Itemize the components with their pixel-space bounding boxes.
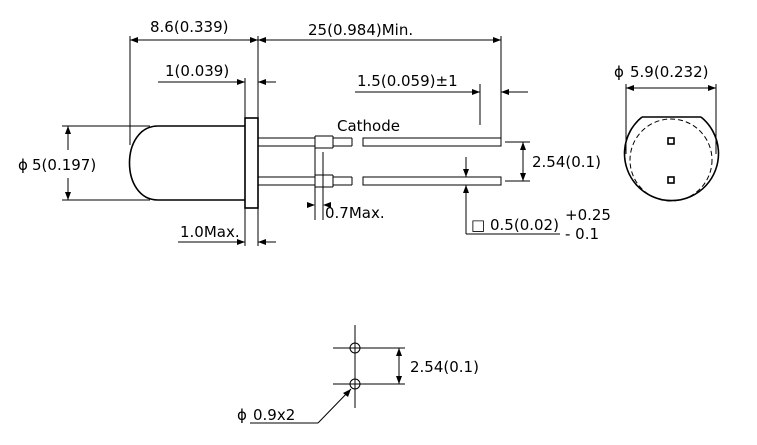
- front-view: ϕ 5.9(0.232): [614, 63, 720, 202]
- flange-diameter-dimension: ϕ 5.9(0.232): [614, 63, 717, 154]
- lead-kink-label: 1.5(0.059)±1: [357, 72, 458, 90]
- lead-kink-dimension: 1.5(0.059)±1: [355, 72, 528, 125]
- lead-tolerance-plus: +0.25: [565, 206, 611, 224]
- diameter-icon: ϕ: [18, 156, 28, 174]
- pcb-hole-lower: [349, 378, 361, 390]
- side-view: 8.6(0.339) 25(0.984)Min. 1(0.039) 1.: [18, 18, 611, 246]
- led-body: [128, 125, 245, 201]
- lead-kink-width-label: 0.7Max.: [325, 204, 385, 222]
- lead-spacing-label: 2.54(0.1): [532, 153, 601, 171]
- lead-length-label: 25(0.984)Min.: [308, 21, 413, 39]
- body-diameter-label: 5(0.197): [32, 156, 96, 174]
- lead-lower: [258, 174, 502, 188]
- pcb-hole-spacing-label: 2.54(0.1): [410, 358, 479, 376]
- flange-thickness-dimension: 1(0.039): [158, 62, 276, 118]
- lead-section-dimension: □ 0.5(0.02) +0.25 - 0.1: [463, 157, 611, 243]
- lead-tolerance-minus: - 0.1: [565, 225, 599, 243]
- pcb-hole-spacing-dimension: 2.54(0.1): [378, 347, 479, 385]
- lead-kink-width-dimension: 0.7Max.: [307, 148, 385, 222]
- lead-spacing-dimension: 2.54(0.1): [505, 141, 601, 182]
- pcb-hole-diameter-dimension: ϕ 0.9x2: [237, 388, 352, 424]
- lead-length-dimension: 25(0.984)Min.: [258, 21, 502, 138]
- lead-upper: [258, 135, 502, 149]
- flange-height-dimension: 1.0Max.: [178, 208, 276, 246]
- flange-diameter-label: 5.9(0.232): [630, 63, 709, 81]
- pcb-hole-diameter-label: 0.9x2: [253, 406, 295, 424]
- lead-section-lower: [667, 176, 675, 184]
- body-diameter-dimension: ϕ 5(0.197): [18, 125, 150, 201]
- flange-height-label: 1.0Max.: [180, 223, 240, 241]
- body-outline-hidden: [629, 118, 713, 202]
- overall-length-dimension: 8.6(0.339): [129, 18, 259, 145]
- flange-thickness-label: 1(0.039): [165, 62, 229, 80]
- cathode-label: Cathode: [337, 117, 400, 135]
- flange-outline: [623, 116, 720, 202]
- diameter-icon: ϕ: [237, 406, 247, 424]
- square-section-icon: □: [471, 216, 485, 234]
- diameter-icon: ϕ: [614, 63, 624, 81]
- lead-section-upper: [667, 137, 675, 145]
- pcb-hole-pattern: 2.54(0.1) ϕ 0.9x2: [237, 325, 479, 424]
- lead-section-label: 0.5(0.02): [490, 216, 559, 234]
- overall-length-label: 8.6(0.339): [150, 18, 229, 36]
- led-flange: [244, 117, 259, 209]
- pcb-hole-upper: [349, 342, 361, 354]
